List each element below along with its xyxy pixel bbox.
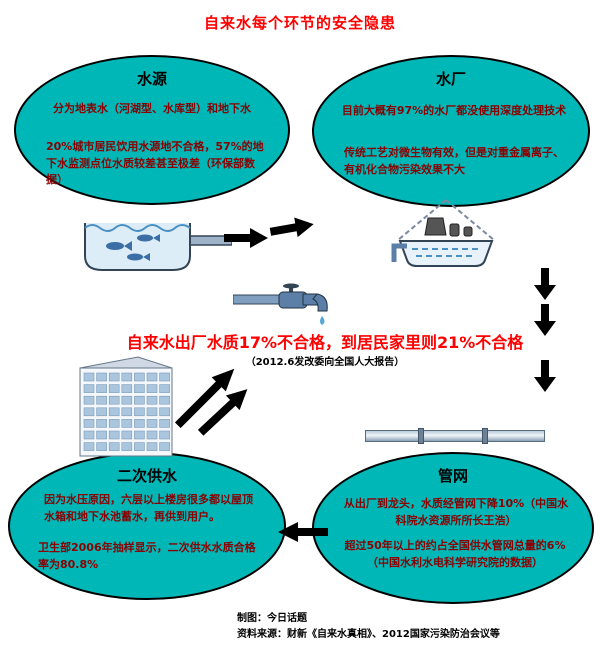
water-source-title: 水源 [136,70,167,88]
treatment-plant-icon [390,196,502,290]
pipe-network-fact-1: 从出厂到龙头，水质经管网下降10%（中国水科院水资源所所长王浩） [343,497,569,527]
secondary-supply-title: 二次供水 [116,467,177,485]
arrow-up-right-icon [170,361,242,433]
pipe-network-fact-2: 超过50年以上的约占全国供水管网总量的6%（中国水利水电科学研究院的数据） [344,539,566,569]
arrow-down-icon [534,304,556,336]
faucet-icon [232,283,337,337]
arrow-right-icon [268,213,315,242]
water-source-fact-2: 20%城市居民饮用水源地不合格，57%的地下水监测点位水质较差甚至极差（环保部数… [46,140,264,186]
node-water-source: 水源 分为地表水（河湖型、水库型）和地下水 20%城市居民饮用水源地不合格，57… [14,55,290,205]
secondary-supply-fact-1: 因为水压原因，六层以上楼房很多都以屋顶水箱和地下水池蓄水，再供到用户。 [44,493,253,523]
supply-pipe-icon [365,428,545,444]
credit-maker: 制图：今日话题 [237,613,307,624]
arrow-down-icon [534,360,556,392]
secondary-supply-fact-2: 卫生部2006年抽样显示，二次供水水质合格率为80.8% [38,541,256,571]
building-icon [76,354,176,462]
pipe-joint-icon [482,428,488,444]
pipe-network-title: 管网 [437,467,468,485]
arrow-right-icon [224,227,268,249]
water-plant-fact-1: 目前大概有97%的水厂都没使用深度处理技术 [341,104,567,117]
report-note: （2012.6发改委向全国人大报告） [245,357,405,368]
arrow-up-right-icon [193,381,255,441]
water-plant-title: 水厂 [435,70,466,88]
page-title: 自来水每个环节的安全隐患 [203,14,396,32]
water-plant-fact-2: 传统工艺对微生物有效，但是对重金属离子、有机化合物污染效果不大 [344,146,564,176]
credit-sources: 资料来源：财新《自来水真相》、2012国家污染防治会议等 [237,628,500,640]
arrow-down-icon [534,268,556,300]
arrow-left-icon [278,521,328,543]
pipe-joint-icon [418,428,424,444]
node-water-plant: 水厂 目前大概有97%的水厂都没使用深度处理技术 传统工艺对微生物有效，但是对重… [312,55,590,207]
central-headline: 自来水出厂水质17%不合格，到居民家里则21%不合格 [126,333,524,352]
credits: 制图：今日话题 资料来源：财新《自来水真相》、2012国家污染防治会议等 [237,611,500,642]
node-secondary-supply: 二次供水 因为水压原因，六层以上楼房很多都以屋顶水箱和地下水池蓄水，再供到用户。… [8,452,286,600]
water-basin-icon [80,208,233,290]
node-pipe-network: 管网 从出厂到龙头，水质经管网下降10%（中国水科院水资源所所长王浩） 超过50… [312,452,594,604]
water-source-fact-1: 分为地表水（河湖型、水库型）和地下水 [53,102,251,115]
